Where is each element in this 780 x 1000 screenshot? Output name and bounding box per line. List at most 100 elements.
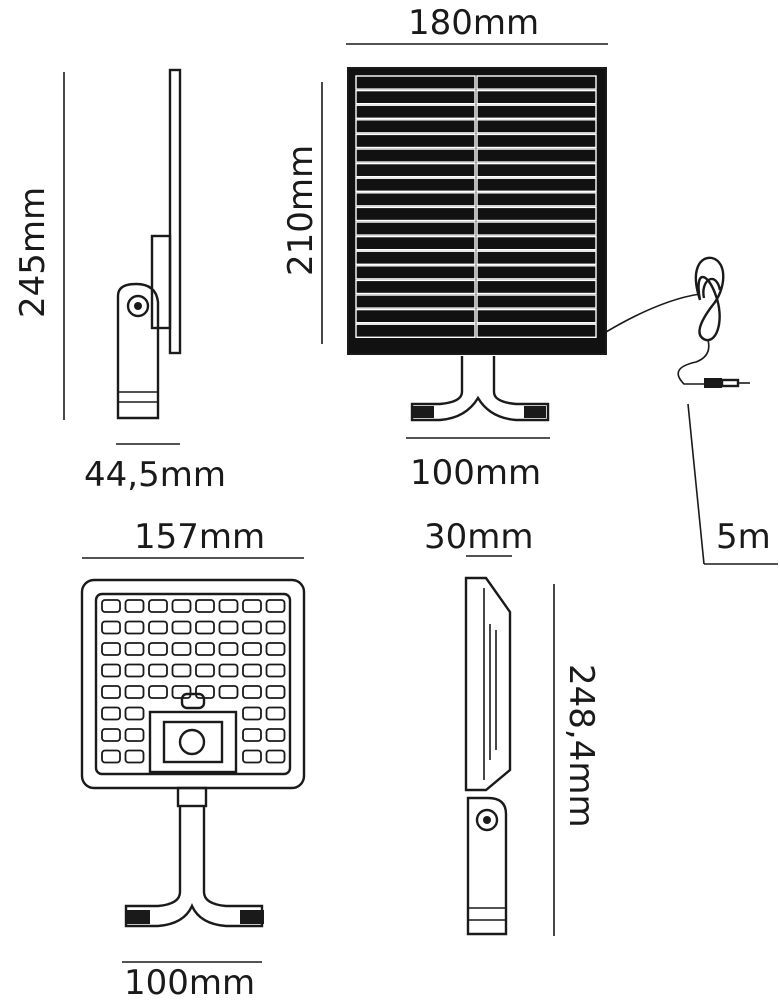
lamp-side-view: 30mm 248,4mm	[424, 517, 601, 936]
led-chip	[171, 599, 192, 613]
led-chip	[124, 728, 145, 742]
led-chip	[124, 685, 145, 699]
led-chip	[242, 663, 262, 678]
led-chip	[124, 620, 145, 635]
led-chip	[242, 642, 262, 656]
solar-cell	[355, 235, 476, 251]
panel-mount-bracket	[150, 234, 172, 330]
solar-cell	[355, 104, 476, 119]
pivot-screw	[126, 294, 150, 318]
solar-cell	[476, 279, 597, 295]
pir-sensor-lens	[178, 728, 206, 756]
dim-label-100mm-bottom: 100mm	[124, 963, 255, 1000]
lamp-front-view: 157mm 100mm	[80, 517, 306, 1000]
solar-cell	[476, 294, 597, 309]
led-chip	[218, 685, 239, 699]
cable-lead	[677, 339, 710, 385]
led-chip	[242, 728, 262, 742]
solar-cell	[355, 323, 476, 339]
solar-cell	[355, 148, 476, 163]
led-chip	[195, 642, 215, 656]
panel-front-view: 180mm 210mm 100mm	[281, 3, 608, 493]
led-grid	[101, 599, 286, 764]
led-chip	[265, 685, 286, 699]
led-chip	[218, 599, 239, 613]
led-chip	[148, 663, 168, 678]
solar-cell	[476, 192, 597, 207]
solar-cell	[476, 177, 597, 192]
led-chip	[101, 620, 121, 635]
led-chip	[148, 620, 168, 635]
solar-cell	[355, 192, 476, 207]
led-chip	[101, 728, 121, 742]
led-chip	[242, 685, 262, 699]
led-chip	[101, 642, 121, 656]
dim-label-30mm: 30mm	[424, 517, 534, 557]
led-chip	[148, 685, 168, 699]
led-chip	[265, 620, 286, 635]
lamp-foot-right	[240, 910, 264, 924]
connector-body	[704, 378, 722, 388]
led-chip	[242, 749, 262, 764]
led-chip	[171, 663, 192, 678]
solar-cell	[476, 75, 597, 90]
solar-cell	[355, 265, 476, 280]
panel-edge	[168, 68, 182, 355]
dim-label-210mm: 210mm	[281, 145, 321, 276]
led-chip	[265, 599, 286, 613]
solar-cell	[476, 104, 597, 119]
dim-label-248-4mm: 248,4mm	[561, 664, 601, 828]
led-chip	[265, 728, 286, 742]
stand-foot-right	[524, 406, 546, 418]
led-chip	[265, 642, 286, 656]
solar-cell	[355, 250, 476, 265]
cable: 5m	[605, 256, 778, 565]
lamp-side-pivot	[475, 808, 499, 832]
led-chip	[265, 749, 286, 764]
lamp-led-plate	[94, 592, 292, 776]
solar-cell	[476, 133, 597, 149]
connector-tip	[720, 378, 740, 388]
led-chip	[242, 706, 262, 721]
cable-coil-inner	[702, 277, 722, 299]
solar-cell	[355, 119, 476, 134]
led-chip	[218, 642, 239, 656]
dim-label-245mm: 245mm	[13, 187, 53, 318]
solar-cell	[476, 206, 597, 222]
led-chip	[218, 620, 239, 635]
led-chip	[124, 749, 145, 764]
solar-cell	[355, 279, 476, 295]
led-chip	[195, 620, 215, 635]
solar-cell	[355, 89, 476, 105]
solar-cell	[476, 323, 597, 339]
lamp-foot-left	[126, 910, 150, 924]
sensor-clip	[180, 692, 206, 710]
pir-sensor-frame	[162, 720, 224, 764]
lamp-stand	[124, 806, 264, 928]
panel-side-view: 245mm 44,5mm	[13, 68, 226, 495]
led-chip	[124, 642, 145, 656]
led-chip	[124, 663, 145, 678]
dim-label-44-5mm: 44,5mm	[84, 455, 226, 495]
led-chip	[101, 663, 121, 678]
lamp-side-body	[464, 576, 512, 792]
dim-label-180mm: 180mm	[408, 3, 539, 43]
lamp-side-arm	[466, 796, 508, 936]
solar-cell	[476, 235, 597, 251]
led-chip	[148, 599, 168, 613]
solar-cell	[476, 250, 597, 265]
led-chip	[101, 685, 121, 699]
solar-cell	[355, 133, 476, 149]
side-arm	[116, 282, 160, 420]
led-chip	[171, 642, 192, 656]
led-chip	[148, 642, 168, 656]
solar-cell	[355, 221, 476, 236]
dim-label-157mm: 157mm	[134, 517, 265, 557]
solar-cell	[355, 162, 476, 178]
solar-cell	[476, 221, 597, 236]
lamp-hinge	[176, 786, 208, 808]
led-chip	[171, 620, 192, 635]
pivot-screw-center	[134, 302, 142, 310]
led-chip	[242, 620, 262, 635]
